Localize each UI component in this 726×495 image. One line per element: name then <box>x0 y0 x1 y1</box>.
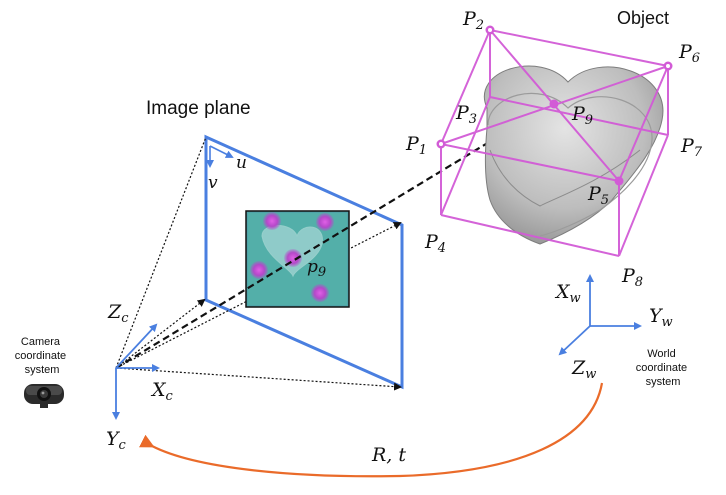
image-plane <box>204 134 404 390</box>
image-axis-v-label: v <box>208 173 218 193</box>
projected-point-dot <box>250 261 268 279</box>
object-title: Object <box>617 8 669 28</box>
camera-axis-x-label: Xc <box>150 379 174 404</box>
image-axes <box>206 145 234 168</box>
transform-arrow <box>139 382 604 478</box>
heart-box-icon <box>484 65 664 245</box>
camera-axes <box>112 323 160 420</box>
projected-point-label: p9 <box>307 257 326 280</box>
image-axis-u-label: u <box>236 153 247 173</box>
projected-point-dot <box>316 213 334 231</box>
object-keypoints <box>436 25 673 186</box>
world-axis-z-label: Zw <box>571 357 596 382</box>
webcam-icon <box>24 384 64 408</box>
world-axes <box>558 274 642 356</box>
object-bounding-box <box>440 29 669 257</box>
camera-caption: Camera coordinate system <box>15 336 69 376</box>
image-plane-title: Image plane <box>146 98 251 119</box>
projection-ray-p9 <box>115 102 554 369</box>
projected-point-dot <box>263 212 281 230</box>
world-caption: World coordinate system <box>636 348 690 388</box>
projection-rays <box>115 136 402 391</box>
transform-label: R, t <box>371 444 406 466</box>
object-point-labels: P1 P2 P3 P4 P5 P6 P7 P8 P9 <box>405 8 708 291</box>
world-axis-y-label: Yw <box>649 305 673 330</box>
camera-axis-z-label: Zc <box>107 301 129 326</box>
world-axis-x-label: Xw <box>554 281 581 306</box>
projected-point-dot <box>311 284 329 302</box>
camera-axis-y-label: Yc <box>106 428 127 453</box>
